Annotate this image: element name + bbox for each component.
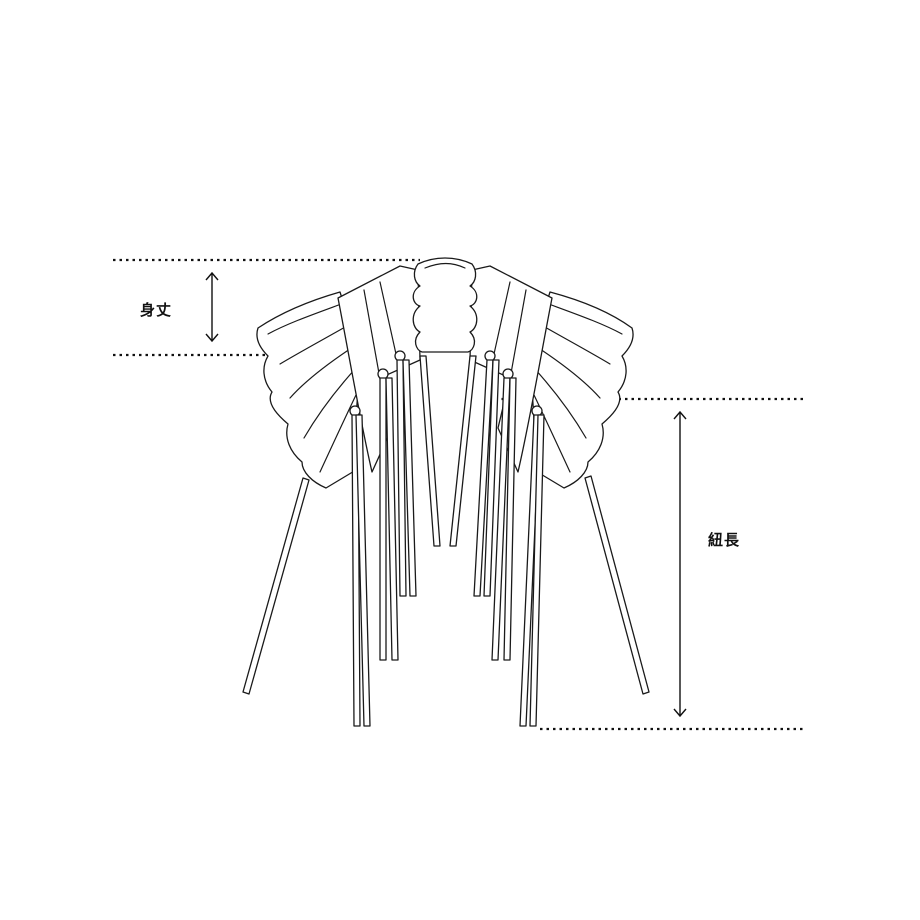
body-length-arrow	[205, 271, 219, 343]
left-outer-cord	[242, 477, 310, 695]
cord-loops	[349, 350, 543, 417]
body-length-label: 身丈	[140, 301, 173, 319]
cord-length-arrow	[673, 410, 687, 718]
cord	[529, 414, 545, 727]
cord	[449, 355, 477, 547]
cord	[419, 355, 441, 547]
right-sleeve-ruffle	[529, 291, 634, 489]
hanging-cords-left	[351, 355, 441, 727]
cord	[355, 414, 371, 727]
cord	[379, 377, 387, 661]
cord	[483, 359, 500, 597]
cord	[491, 377, 511, 661]
cord	[396, 359, 407, 597]
right-outer-cord	[584, 475, 650, 695]
cord	[385, 377, 399, 661]
cord	[503, 377, 517, 661]
body-length-guides	[113, 258, 420, 357]
cord-length-guides	[495, 397, 806, 731]
garment-drawing	[242, 257, 650, 727]
cord	[402, 359, 417, 597]
outer-cords	[242, 475, 650, 695]
hanging-cords-right	[449, 355, 545, 727]
left-sleeve-ruffle	[256, 291, 361, 489]
collar-band	[424, 262, 466, 269]
cord-length-label: 紐長	[708, 531, 741, 549]
neckline-ruffle	[412, 257, 478, 353]
cord	[473, 359, 494, 597]
